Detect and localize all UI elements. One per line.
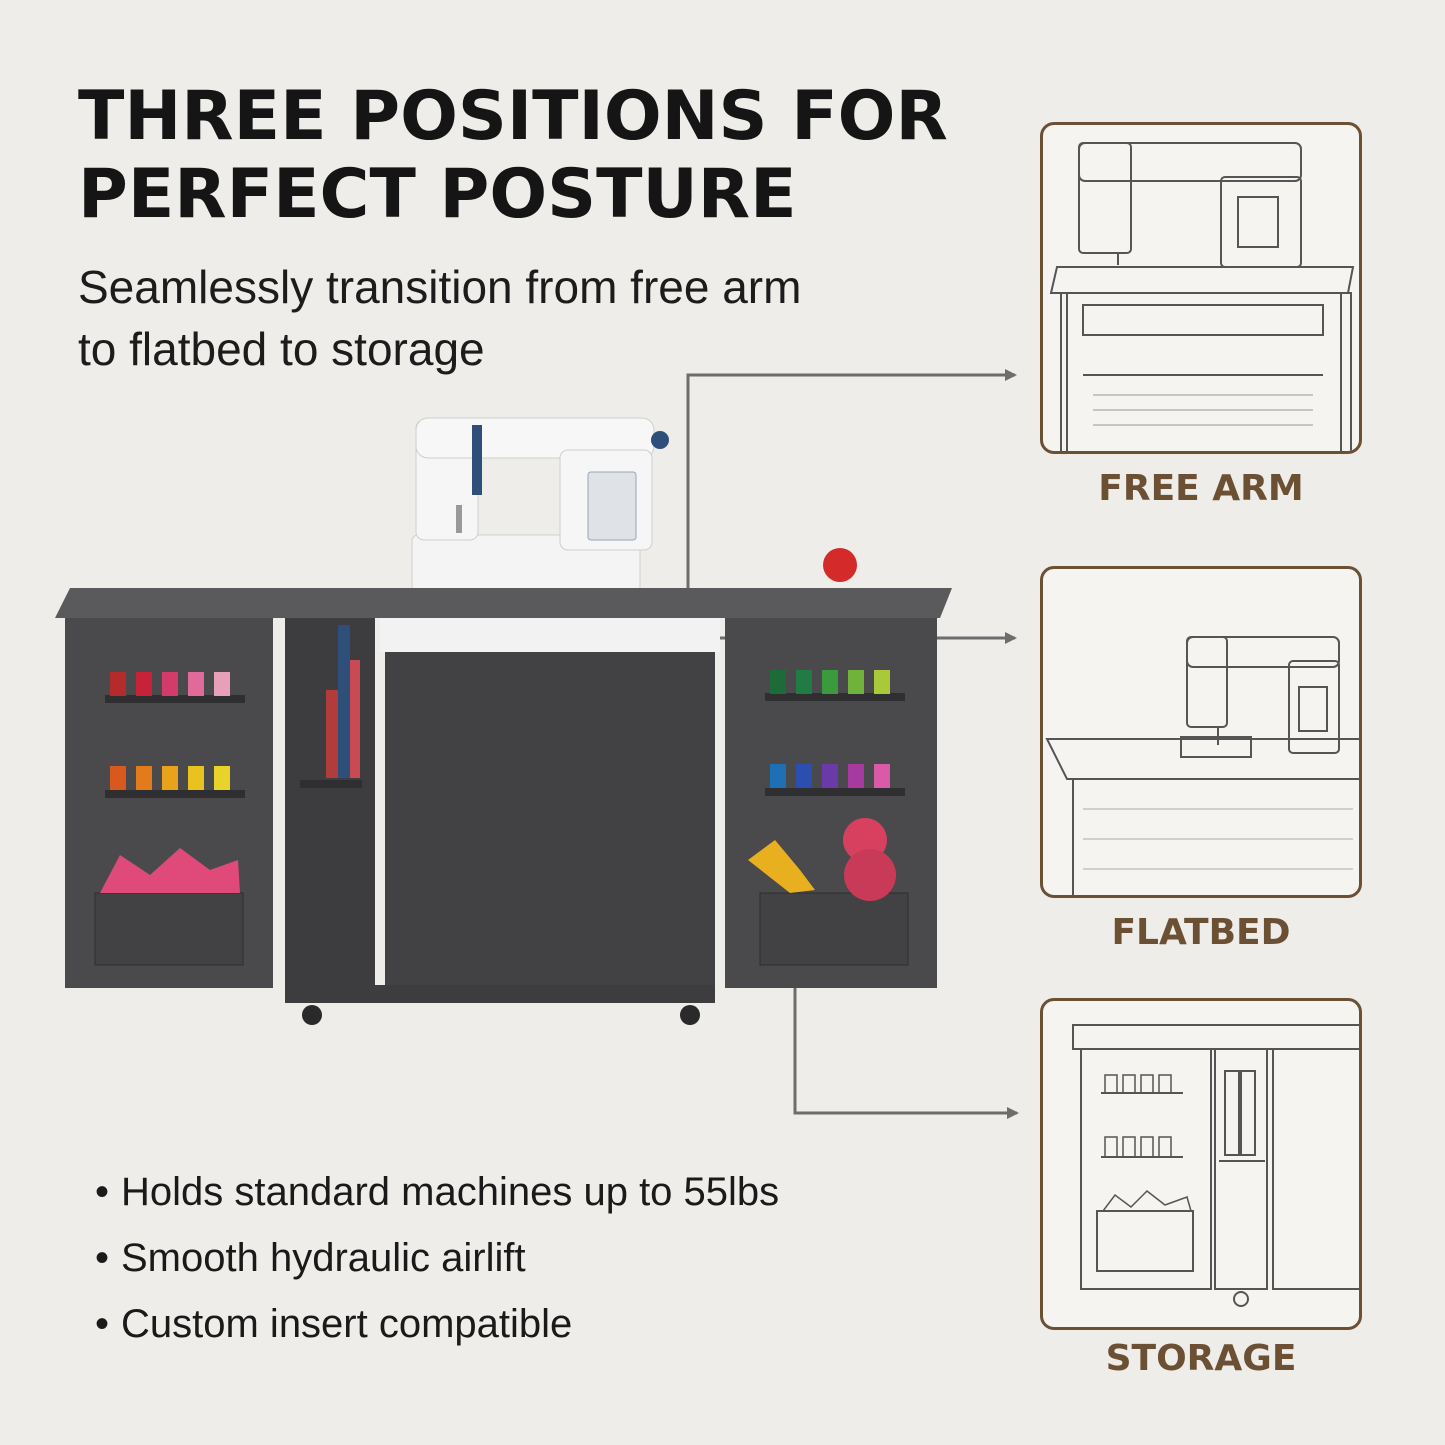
subheadline: Seamlessly transition from free arm to f… bbox=[78, 256, 938, 380]
machine-cavity bbox=[385, 650, 715, 985]
free-arm-label: FREE ARM bbox=[1098, 468, 1304, 509]
bookcase bbox=[285, 618, 375, 988]
headline-line-2: PERFECT POSTURE bbox=[78, 155, 797, 234]
sewing-machine bbox=[411, 417, 669, 598]
bullet-dot: • bbox=[95, 1302, 110, 1346]
headline: THREE POSITIONS FOR PERFECT POSTURE bbox=[78, 78, 978, 234]
subheadline-line-2: to flatbed to storage bbox=[78, 323, 485, 375]
storage-panel bbox=[1040, 998, 1362, 1330]
bullet-dot: • bbox=[95, 1236, 110, 1280]
bullet-dot: • bbox=[95, 1170, 110, 1214]
storage-label: STORAGE bbox=[1105, 1338, 1297, 1379]
feature-item: •Smooth hydraulic airlift bbox=[95, 1228, 779, 1294]
flatbed-sketch bbox=[1045, 636, 1359, 895]
thread-spools-right bbox=[765, 670, 905, 796]
flatbed-label: FLATBED bbox=[1111, 912, 1291, 953]
storage-sketch bbox=[1072, 1024, 1359, 1307]
cabinet-top bbox=[55, 588, 952, 618]
headline-line-1: THREE POSITIONS FOR bbox=[78, 77, 948, 156]
feature-text: Smooth hydraulic airlift bbox=[121, 1236, 526, 1280]
free-arm-sketch bbox=[1049, 142, 1355, 451]
free-arm-panel bbox=[1040, 122, 1362, 454]
thread-spools-left bbox=[105, 672, 245, 798]
feature-text: Holds standard machines up to 55lbs bbox=[121, 1170, 780, 1214]
subheadline-line-1: Seamlessly transition from free arm bbox=[78, 261, 802, 313]
fabric-bin-right bbox=[759, 892, 909, 966]
feature-list: •Holds standard machines up to 55lbs •Sm… bbox=[95, 1162, 779, 1360]
fabric-bin-left bbox=[94, 892, 244, 966]
feature-text: Custom insert compatible bbox=[121, 1302, 573, 1346]
flatbed-panel bbox=[1040, 566, 1362, 898]
feature-item: •Holds standard machines up to 55lbs bbox=[95, 1162, 779, 1228]
sewing-cabinet-illustration bbox=[55, 417, 952, 1025]
feature-item: •Custom insert compatible bbox=[95, 1294, 779, 1360]
